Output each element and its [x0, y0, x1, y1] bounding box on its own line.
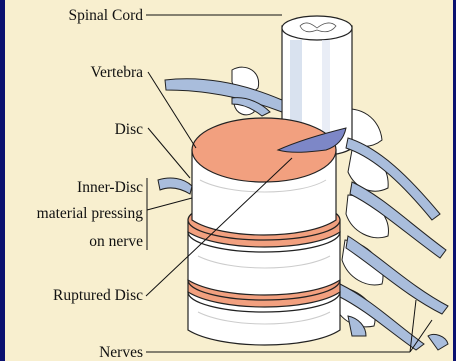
label-disc: Disc [115, 121, 144, 138]
label-inner-disc-line2: material pressing [37, 205, 144, 222]
label-vertebra: Vertebra [91, 64, 144, 81]
label-inner-disc-line3: on nerve [89, 233, 143, 250]
label-nerves: Nerves [99, 344, 143, 361]
label-inner-disc-line1: Inner-Disc [77, 179, 143, 196]
vertebral-column [188, 118, 340, 345]
labels: Spinal Cord Vertebra Disc Inner-Disc mat… [37, 7, 144, 361]
label-spinal-cord: Spinal Cord [69, 7, 144, 24]
label-ruptured-disc: Ruptured Disc [53, 287, 143, 304]
